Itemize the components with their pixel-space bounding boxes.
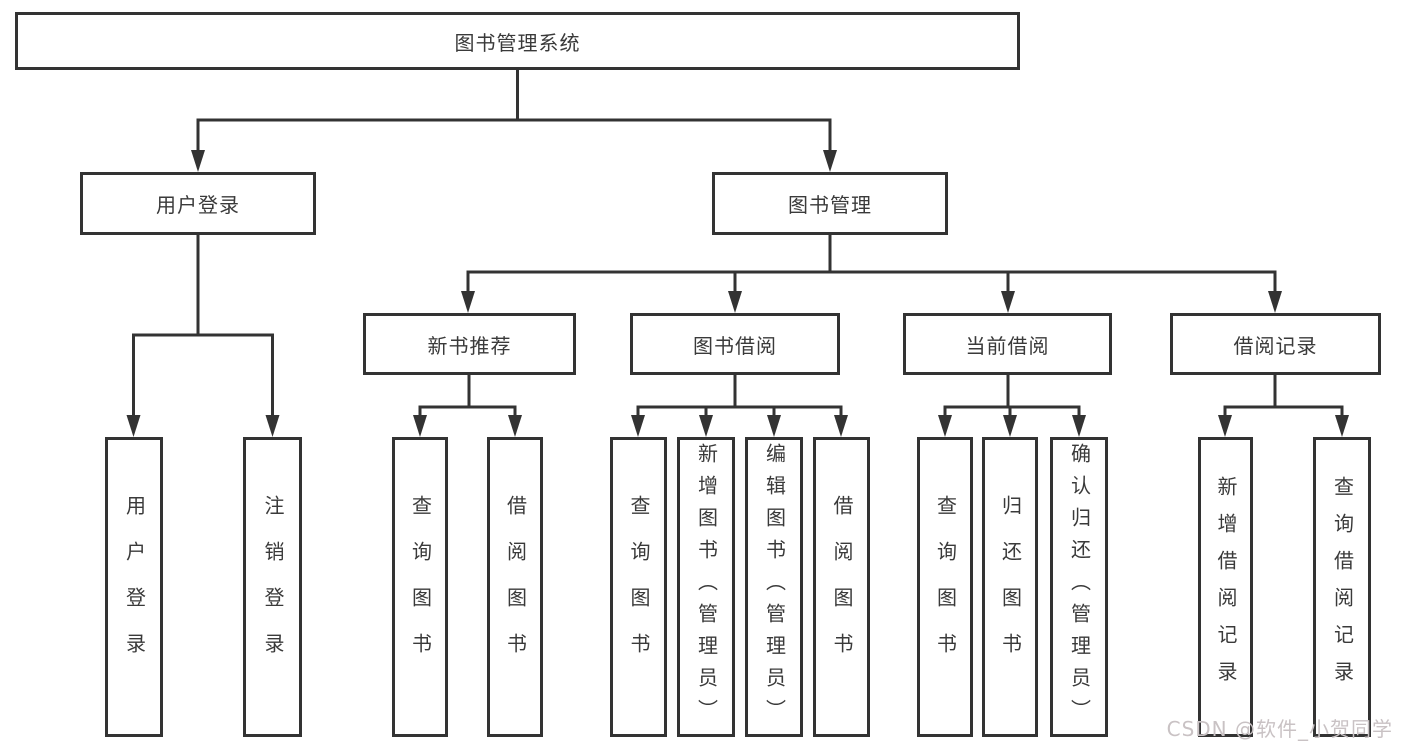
node-borrow-records: 借阅记录 (1170, 313, 1381, 375)
leaf-add-borrow-record-label: 新增借阅记录 (1214, 476, 1238, 698)
leaf-borrow-books: 借阅图书 (813, 437, 870, 737)
leaf-user-login: 用户登录 (105, 437, 163, 737)
leaf-borrow-books-label: 借阅图书 (830, 495, 854, 679)
leaf-query-books-current: 查询图书 (917, 437, 973, 737)
leaf-add-books-admin: 新增图书（管理员） (677, 437, 735, 737)
node-new-book-recommend: 新书推荐 (363, 313, 576, 375)
leaf-user-login-label: 用户登录 (122, 495, 147, 679)
node-book-management: 图书管理 (712, 172, 948, 235)
node-new-book-recommend-label: 新书推荐 (427, 333, 512, 358)
node-library-system: 图书管理系统 (15, 12, 1020, 70)
leaf-logout-label: 注销登录 (261, 495, 285, 679)
node-book-borrow-label: 图书借阅 (693, 333, 777, 358)
node-user-login: 用户登录 (80, 172, 316, 235)
leaf-return-books-label: 归还图书 (998, 495, 1023, 679)
node-current-borrow: 当前借阅 (903, 313, 1112, 375)
node-book-borrow: 图书借阅 (630, 313, 840, 375)
leaf-add-borrow-record: 新增借阅记录 (1198, 437, 1253, 737)
leaf-borrow-books-recommend: 借阅图书 (487, 437, 543, 737)
leaf-edit-books-admin-label: 编辑图书（管理员） (762, 443, 787, 731)
leaf-edit-books-admin: 编辑图书（管理员） (745, 437, 803, 737)
csdn-watermark: CSDN @软件_小贺同学 (1166, 717, 1393, 741)
leaf-add-books-admin-label: 新增图书（管理员） (694, 443, 719, 731)
leaf-query-borrow-record: 查询借阅记录 (1313, 437, 1371, 737)
node-borrow-records-label: 借阅记录 (1233, 333, 1318, 358)
node-user-login-label: 用户登录 (156, 193, 240, 217)
node-book-management-label: 图书管理 (788, 193, 872, 217)
leaf-query-books-current-label: 查询图书 (933, 495, 958, 679)
leaf-logout: 注销登录 (243, 437, 302, 737)
leaf-query-books-borrow: 查询图书 (610, 437, 667, 737)
leaf-confirm-return-admin: 确认归还（管理员） (1050, 437, 1108, 737)
leaf-query-books-borrow-label: 查询图书 (627, 495, 651, 679)
leaf-query-books-recommend: 查询图书 (392, 437, 448, 737)
node-current-borrow-label: 当前借阅 (965, 333, 1050, 358)
leaf-query-borrow-record-label: 查询借阅记录 (1330, 476, 1355, 698)
node-library-system-label: 图书管理系统 (454, 30, 581, 55)
leaf-query-books-recommend-label: 查询图书 (408, 495, 433, 679)
leaf-return-books: 归还图书 (982, 437, 1038, 737)
leaf-borrow-books-recommend-label: 借阅图书 (503, 495, 528, 679)
leaf-confirm-return-admin-label: 确认归还（管理员） (1067, 443, 1092, 731)
